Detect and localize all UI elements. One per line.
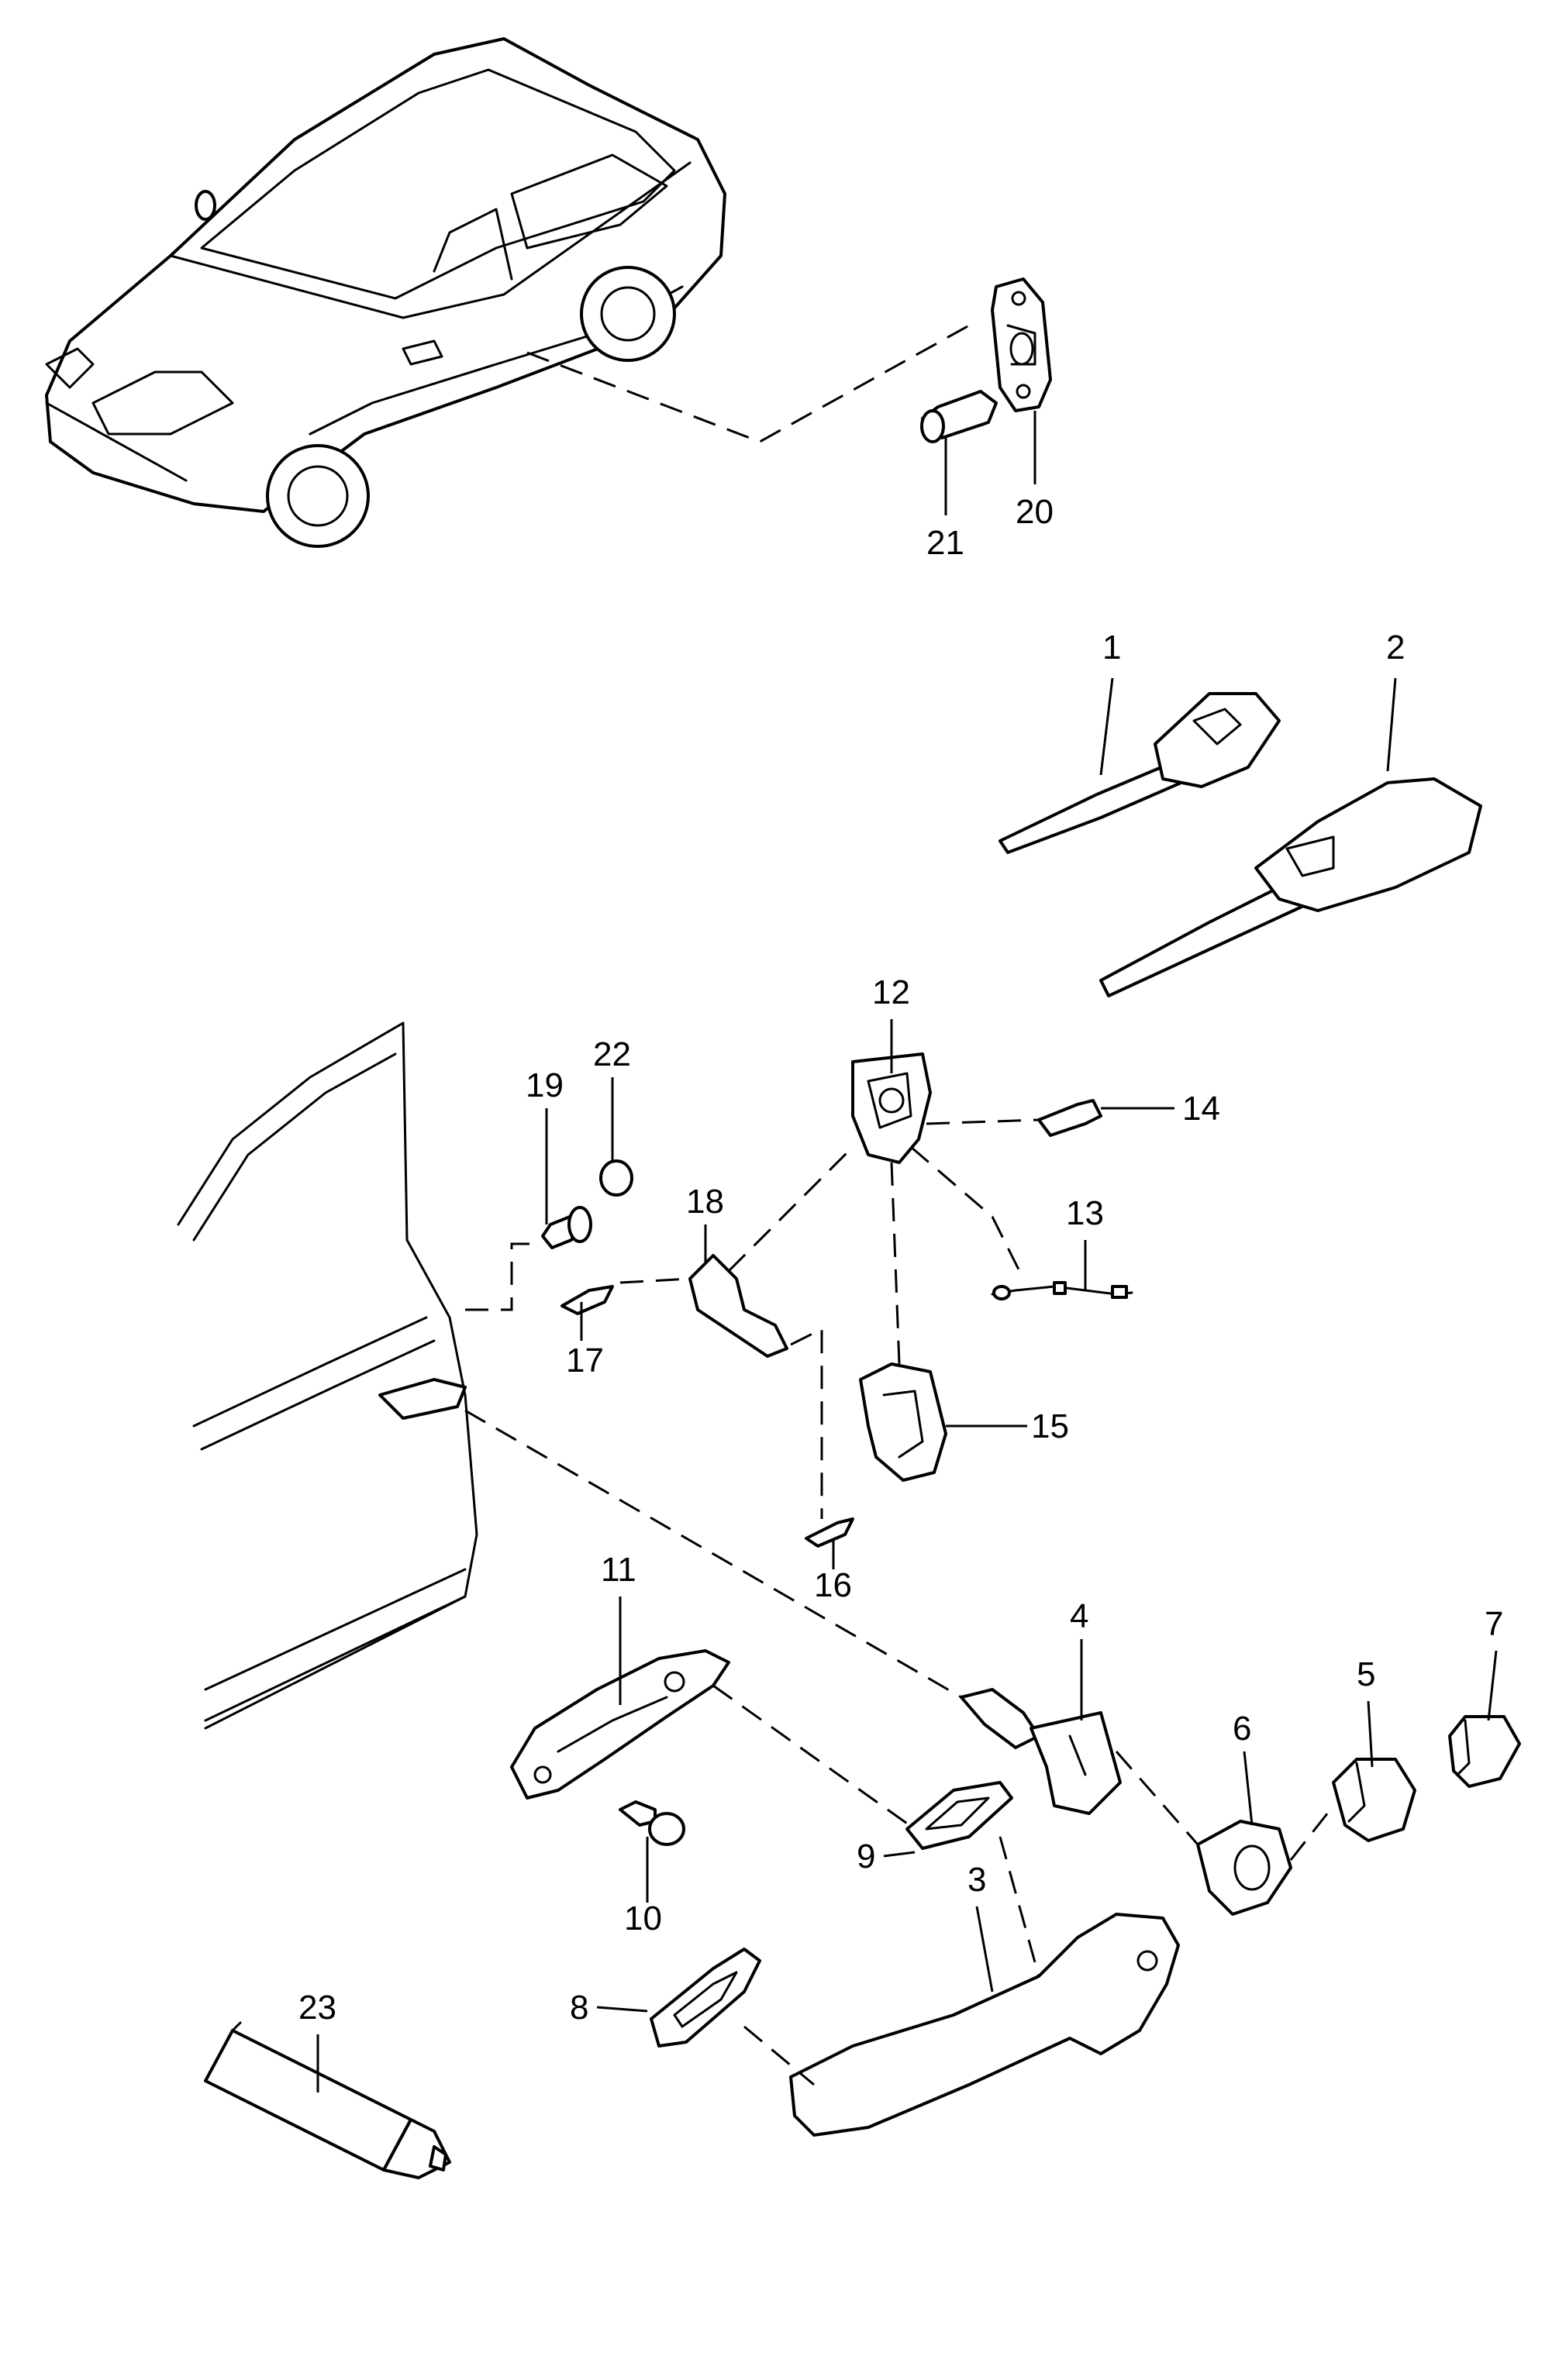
callout-15: 15 (1031, 1407, 1069, 1445)
screw-10 (619, 1800, 685, 1846)
o-ring-22 (599, 1159, 633, 1197)
pin-16 (805, 1517, 854, 1548)
callout-7: 7 (1485, 1605, 1503, 1643)
gasket-9 (905, 1781, 1013, 1850)
pin-17 (560, 1285, 614, 1315)
door-handle-3 (789, 1913, 1180, 2137)
actuator-15 (859, 1362, 947, 1482)
gasket-8 (650, 1948, 761, 2048)
cover-6 (1196, 1820, 1292, 1916)
callout-22: 22 (593, 1035, 631, 1073)
cap-7 (1448, 1715, 1521, 1788)
connector-14 (1037, 1099, 1102, 1137)
striker-plate (991, 277, 1052, 412)
callout-18: 18 (686, 1183, 724, 1221)
callout-10: 10 (624, 1900, 662, 1937)
callout-21: 21 (926, 524, 964, 562)
grease-tube-23 (204, 2021, 451, 2179)
assembly-lines (464, 324, 1335, 2086)
callout-1: 1 (1102, 629, 1121, 666)
key-1 (999, 692, 1281, 854)
callout-12: 12 (872, 973, 910, 1011)
bracket-18 (688, 1254, 788, 1358)
lock-12 (851, 1052, 932, 1164)
key-2 (1099, 777, 1482, 997)
callout-3: 3 (967, 1861, 986, 1899)
cable-13 (991, 1281, 1133, 1300)
cap-5 (1332, 1758, 1416, 1842)
callout-11: 11 (601, 1551, 636, 1589)
lock-cylinder-4 (960, 1688, 1122, 1815)
screw-19 (541, 1206, 592, 1249)
callout-2: 2 (1386, 629, 1405, 666)
callout-5: 5 (1357, 1655, 1375, 1693)
leader-lines (316, 411, 1498, 2092)
callout-17: 17 (566, 1342, 604, 1379)
door-outline (177, 1021, 478, 1730)
callout-labels: 20 21 1 2 12 14 13 15 16 17 18 19 22 11 … (298, 493, 1503, 2027)
callout-19: 19 (526, 1066, 564, 1104)
callout-14: 14 (1182, 1090, 1220, 1128)
vehicle-illustration (45, 37, 726, 548)
screw-21 (920, 390, 998, 443)
callout-9: 9 (857, 1838, 875, 1875)
callout-23: 23 (298, 1989, 336, 2027)
callout-13: 13 (1066, 1194, 1104, 1232)
callout-6: 6 (1233, 1710, 1251, 1748)
callout-4: 4 (1070, 1597, 1088, 1635)
callout-8: 8 (570, 1989, 588, 2027)
carrier-11 (510, 1649, 730, 1800)
callout-16: 16 (814, 1566, 852, 1604)
callout-20: 20 (1016, 493, 1054, 531)
